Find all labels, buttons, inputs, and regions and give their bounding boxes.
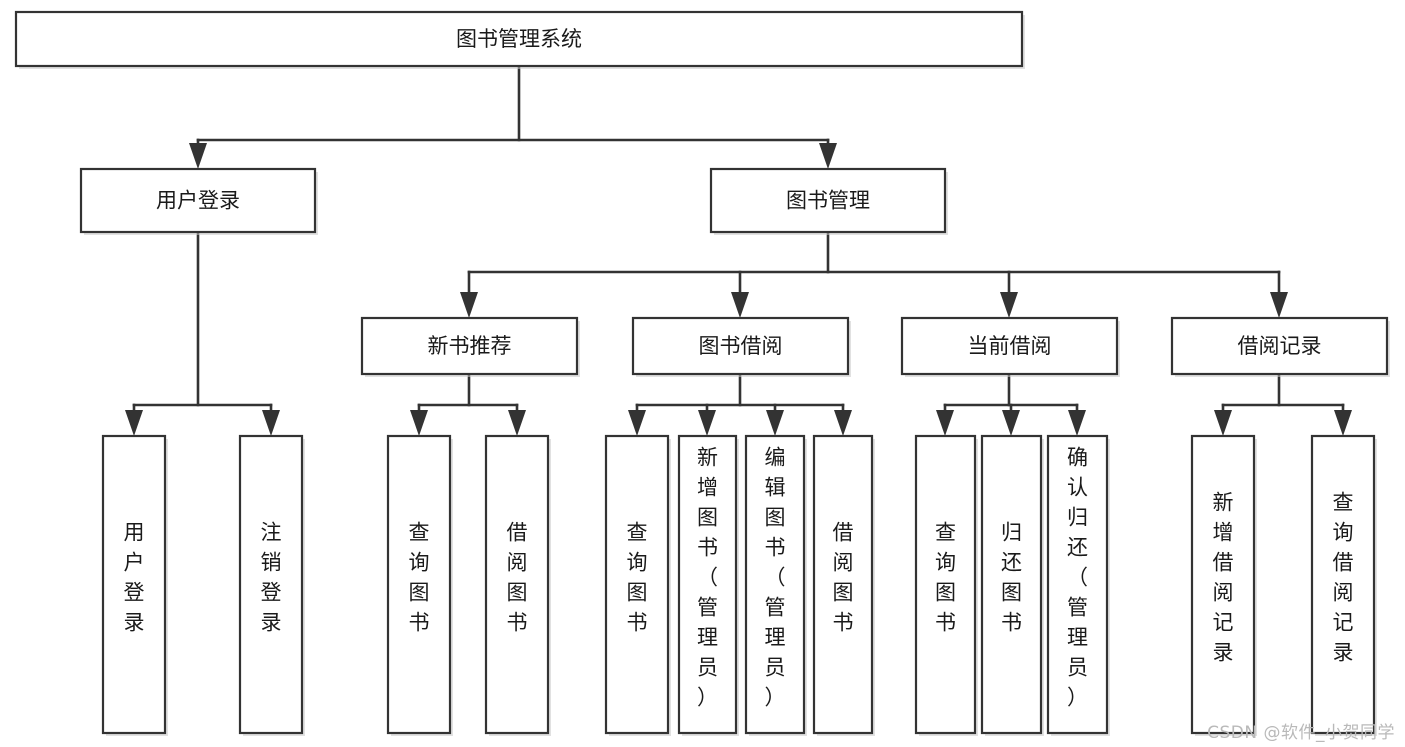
connector-book-mgmt-to-level3: [460, 230, 1288, 318]
node-leaf-6-编辑图书管理员[interactable]: 编辑图书（管理员）: [744, 434, 807, 736]
node-box[interactable]: [14, 10, 1024, 68]
connector-user-login-to-leaves: [125, 230, 280, 436]
node-level2-0-用户登录[interactable]: 用户登录: [79, 167, 318, 235]
arrow-head-icon: [189, 143, 207, 169]
connector-new-book-to-leaves: [410, 372, 526, 436]
nodes-layer: 图书管理系统用户登录图书管理新书推荐图书借阅当前借阅借阅记录用户登录注销登录查询…: [14, 10, 1390, 736]
node-box[interactable]: [360, 316, 579, 376]
node-label: 借阅记录: [1238, 334, 1322, 358]
arrow-head-icon: [125, 410, 143, 436]
node-label: 查询图书: [627, 521, 648, 635]
node-label: 确认归还（管理员）: [1067, 446, 1088, 710]
arrow-head-icon: [936, 410, 954, 436]
node-leaf-1-注销登录[interactable]: 注销登录: [238, 434, 305, 736]
node-box[interactable]: [1046, 434, 1109, 735]
connector-record-to-leaves: [1214, 372, 1352, 436]
node-box[interactable]: [980, 434, 1043, 735]
node-box[interactable]: [744, 434, 806, 735]
node-label: 查询图书: [935, 521, 956, 635]
node-box[interactable]: [709, 167, 947, 234]
node-leaf-11-新增借阅记录[interactable]: 新增借阅记录: [1190, 434, 1257, 736]
arrow-head-icon: [1002, 410, 1020, 436]
node-label: 编辑图书（管理员）: [765, 446, 786, 710]
node-leaf-9-归还图书[interactable]: 归还图书: [980, 434, 1044, 736]
node-box[interactable]: [1310, 434, 1376, 735]
node-leaf-8-查询图书[interactable]: 查询图书: [914, 434, 978, 736]
node-leaf-4-查询图书[interactable]: 查询图书: [604, 434, 671, 736]
arrow-head-icon: [628, 410, 646, 436]
connector-borrow-to-leaves: [628, 372, 852, 436]
node-box[interactable]: [677, 434, 738, 735]
node-box[interactable]: [238, 434, 304, 735]
node-label: 图书管理: [786, 189, 870, 213]
node-box[interactable]: [1170, 316, 1389, 376]
watermark-label: CSDN @软件_小贺同学: [1207, 723, 1395, 743]
node-level3-3-借阅记录[interactable]: 借阅记录: [1170, 316, 1390, 377]
node-leaf-5-新增图书管理员[interactable]: 新增图书（管理员）: [677, 434, 739, 736]
node-leaf-7-借阅图书[interactable]: 借阅图书: [812, 434, 875, 736]
node-label: 新书推荐: [428, 334, 512, 358]
arrow-head-icon: [766, 410, 784, 436]
node-label: 新增图书（管理员）: [697, 446, 718, 710]
arrow-head-icon: [731, 292, 749, 318]
node-box[interactable]: [900, 316, 1119, 376]
node-label: 查询借阅记录: [1333, 491, 1354, 665]
node-box[interactable]: [1190, 434, 1256, 735]
connector-current-to-leaves: [936, 372, 1086, 436]
node-label: 新增借阅记录: [1213, 491, 1234, 665]
arrow-head-icon: [508, 410, 526, 436]
node-box[interactable]: [812, 434, 874, 735]
node-leaf-12-查询借阅记录[interactable]: 查询借阅记录: [1310, 434, 1377, 736]
node-label: 图书管理系统: [456, 27, 582, 51]
node-label: 用户登录: [124, 521, 145, 635]
node-box[interactable]: [604, 434, 670, 735]
node-label: 用户登录: [156, 189, 240, 213]
node-label: 当前借阅: [968, 334, 1052, 358]
node-level3-1-图书借阅[interactable]: 图书借阅: [631, 316, 851, 377]
arrow-head-icon: [460, 292, 478, 318]
node-label: 借阅图书: [833, 521, 854, 635]
node-box[interactable]: [386, 434, 452, 735]
node-box[interactable]: [914, 434, 977, 735]
arrow-head-icon: [1334, 410, 1352, 436]
arrow-head-icon: [1214, 410, 1232, 436]
node-box[interactable]: [101, 434, 167, 735]
arrow-head-icon: [410, 410, 428, 436]
node-label: 查询图书: [409, 521, 430, 635]
arrow-head-icon: [834, 410, 852, 436]
node-level3-0-新书推荐[interactable]: 新书推荐: [360, 316, 580, 377]
node-label: 归还图书: [1001, 521, 1022, 635]
connectors-layer: [125, 64, 1352, 436]
arrow-head-icon: [1068, 410, 1086, 436]
node-box[interactable]: [79, 167, 317, 234]
node-leaf-2-查询图书[interactable]: 查询图书: [386, 434, 453, 736]
node-box[interactable]: [484, 434, 550, 735]
arrow-head-icon: [1000, 292, 1018, 318]
node-leaf-3-借阅图书[interactable]: 借阅图书: [484, 434, 551, 736]
node-box[interactable]: [631, 316, 850, 376]
arrow-head-icon: [819, 143, 837, 169]
node-level3-2-当前借阅[interactable]: 当前借阅: [900, 316, 1120, 377]
arrow-head-icon: [1270, 292, 1288, 318]
arrow-head-icon: [698, 410, 716, 436]
node-label: 借阅图书: [507, 521, 528, 635]
node-leaf-0-用户登录[interactable]: 用户登录: [101, 434, 168, 736]
node-root-0-图书管理系统[interactable]: 图书管理系统: [14, 10, 1025, 69]
node-label: 图书借阅: [699, 334, 783, 358]
node-leaf-10-确认归还管理员[interactable]: 确认归还（管理员）: [1046, 434, 1110, 736]
node-level2-1-图书管理[interactable]: 图书管理: [709, 167, 948, 235]
arrow-head-icon: [262, 410, 280, 436]
connector-root-to-level2: [189, 64, 837, 169]
node-label: 注销登录: [261, 521, 282, 635]
